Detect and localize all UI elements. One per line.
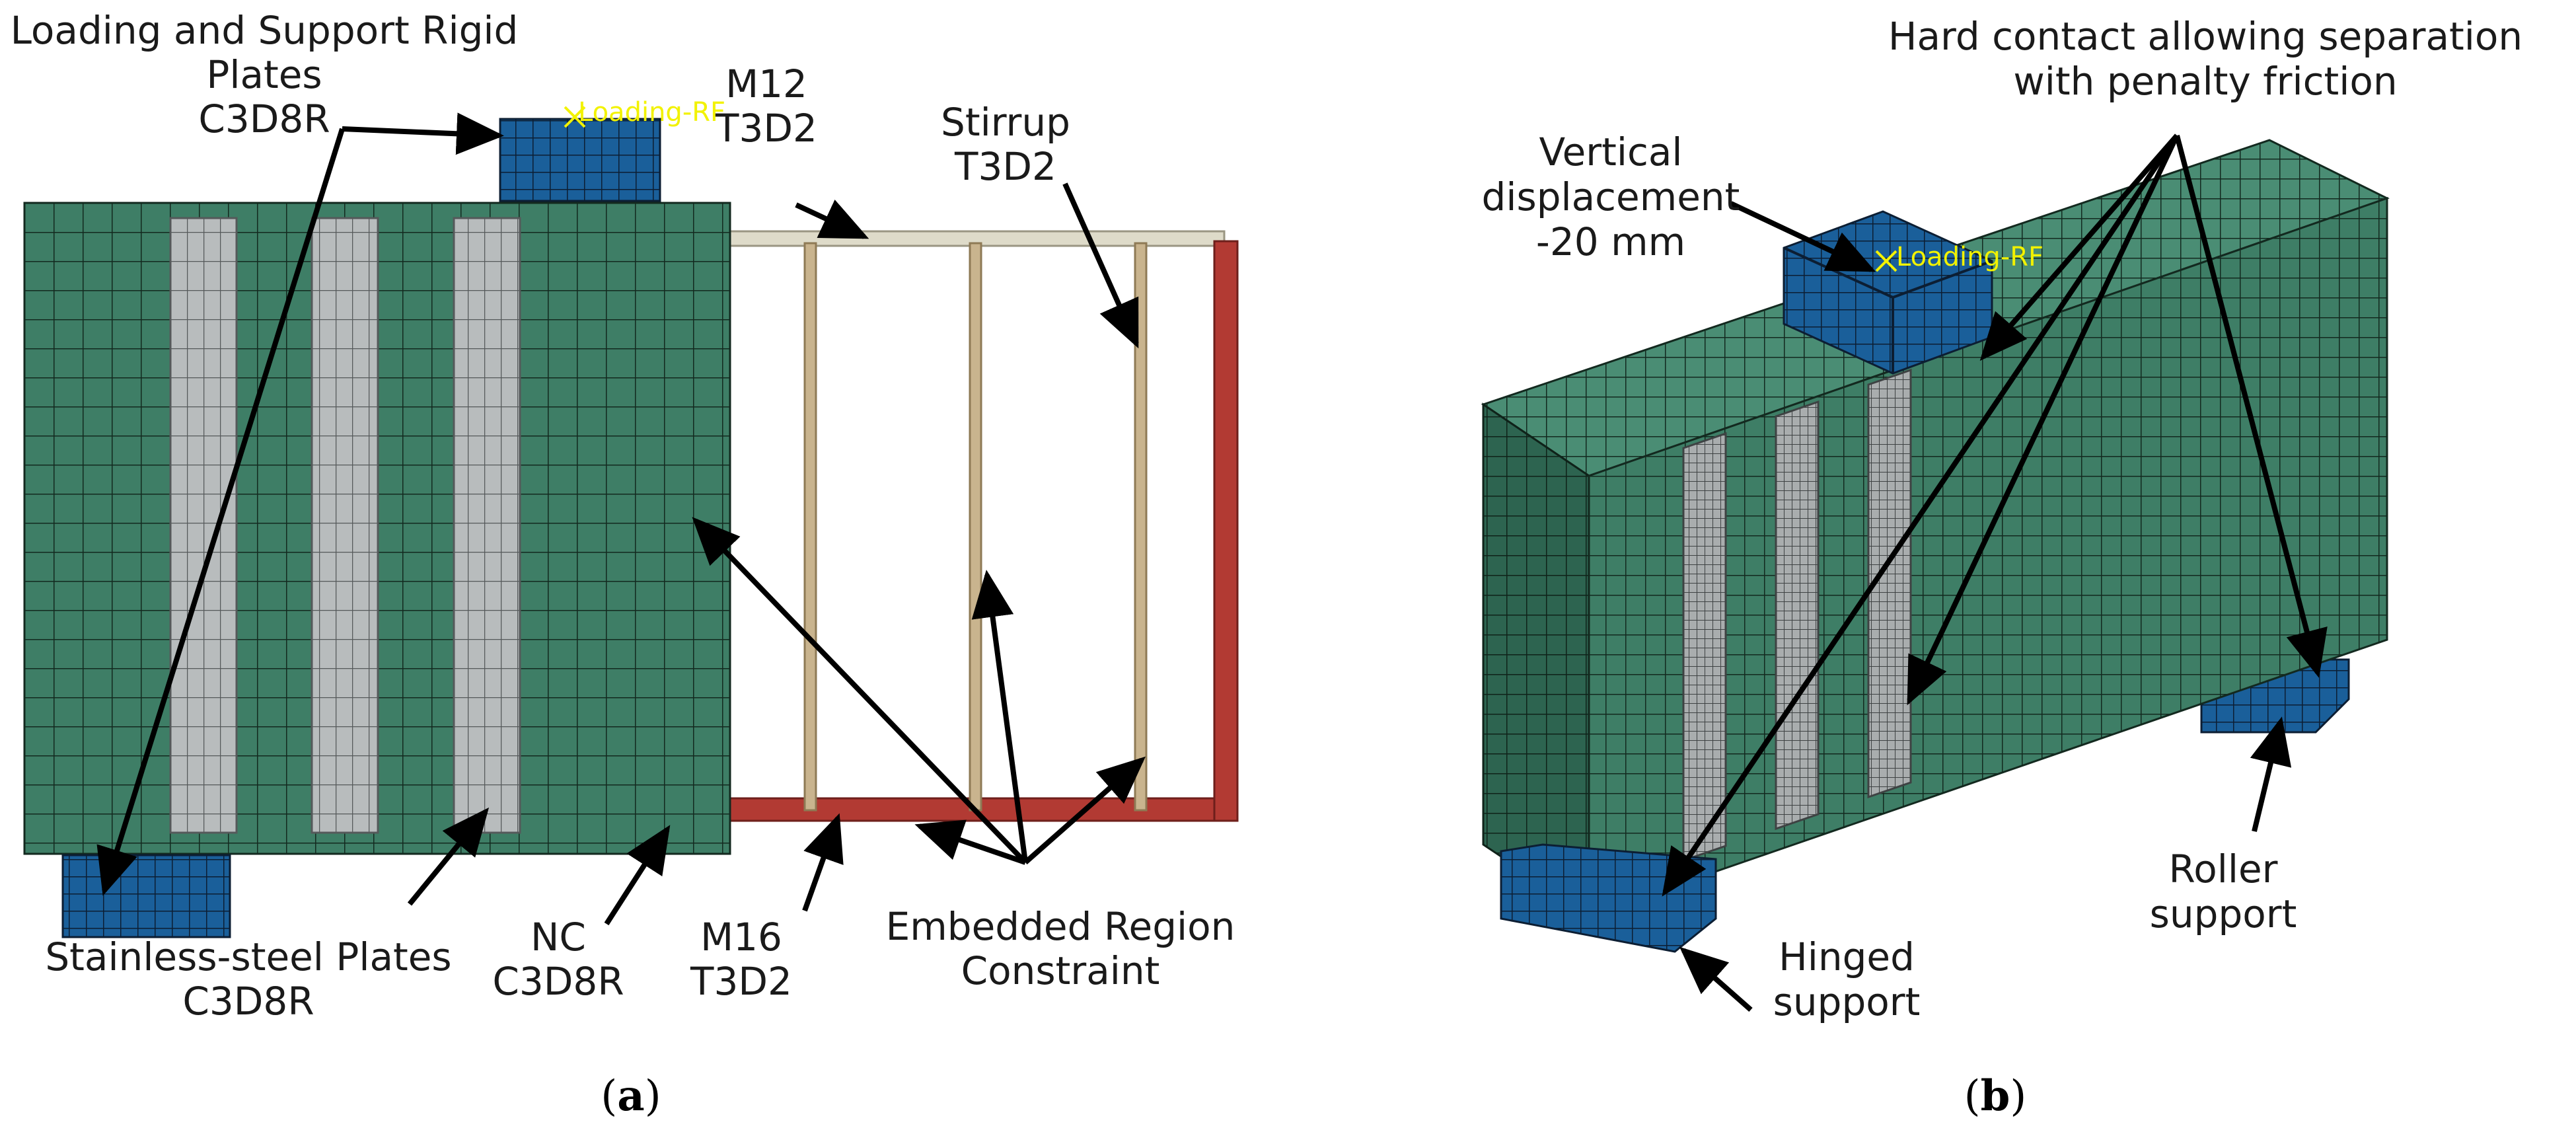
loading-rf-marker — [564, 106, 586, 128]
caption-b-letter: b — [1981, 1071, 2010, 1121]
label-stirrup-2: T3D2 — [954, 144, 1056, 189]
panel-b-labels: Hard contact allowing separation with pe… — [1482, 14, 2523, 1024]
loading-plate — [499, 118, 661, 202]
panel-a-labels: Loading and Support Rigid Plates C3D8R M… — [11, 8, 1235, 1024]
loading-rf-label-a: Loading-RF — [578, 97, 725, 128]
label-nc-2: C3D8R — [492, 959, 624, 1004]
label-m16-1: M16 — [700, 915, 782, 960]
stainless-plate-2 — [311, 217, 379, 834]
stainless-plate-b1 — [1682, 432, 1727, 862]
label-m12-1: M12 — [725, 61, 807, 106]
label-vd-3: -20 mm — [1536, 219, 1685, 264]
label-roller-1: Roller — [2169, 847, 2278, 891]
label-contact-1: Hard contact allowing separation — [1888, 14, 2522, 59]
panel-a: Loading-RF Loading and Support Rigid Pla… — [11, 8, 1239, 1121]
label-nc-1: NC — [531, 915, 586, 960]
label-contact-2: with penalty friction — [2013, 59, 2397, 104]
stirrup-2 — [969, 242, 982, 812]
label-rigid-plates-1: Loading and Support Rigid — [11, 8, 519, 53]
label-vd-1: Vertical — [1539, 130, 1682, 174]
label-roller-2: support — [2150, 891, 2297, 936]
caption-b: (b) — [1964, 1071, 2027, 1121]
label-m12-2: T3D2 — [715, 106, 817, 151]
stainless-plate-b3 — [1867, 368, 1912, 799]
stirrup-1 — [803, 242, 817, 812]
loading-rf-marker-b — [1875, 250, 1897, 272]
panel-a-arrows — [96, 112, 1146, 926]
beam-left-face — [1482, 402, 1590, 917]
label-hinged-1: Hinged — [1779, 934, 1915, 979]
stainless-plate-b2 — [1775, 400, 1820, 831]
panel-b: Loading-RF Hard contact allowing separat… — [1481, 14, 2523, 1121]
loading-rf-label-b: Loading-RF — [1896, 242, 2043, 272]
m16-bar-vertical — [1213, 240, 1239, 822]
label-stainless-1: Stainless-steel Plates — [45, 934, 451, 979]
label-embedded-1: Embedded Region — [886, 904, 1235, 949]
label-rigid-plates-2: Plates — [206, 52, 322, 97]
caption-a: (a) — [601, 1071, 661, 1121]
label-m16-2: T3D2 — [690, 959, 792, 1004]
label-stirrup-1: Stirrup — [941, 100, 1070, 145]
stainless-plate-1 — [169, 217, 238, 834]
label-stainless-2: C3D8R — [182, 979, 314, 1024]
label-hinged-2: support — [1773, 979, 1921, 1024]
label-vd-2: displacement — [1482, 174, 1740, 219]
stirrup-3 — [1134, 242, 1148, 812]
support-plate — [61, 854, 231, 938]
panel-b-arrows — [1662, 133, 2328, 1012]
label-embedded-2: Constraint — [961, 948, 1160, 993]
label-rigid-plates-3: C3D8R — [198, 96, 330, 141]
stainless-plate-3 — [453, 217, 521, 834]
caption-a-letter: a — [617, 1071, 644, 1121]
